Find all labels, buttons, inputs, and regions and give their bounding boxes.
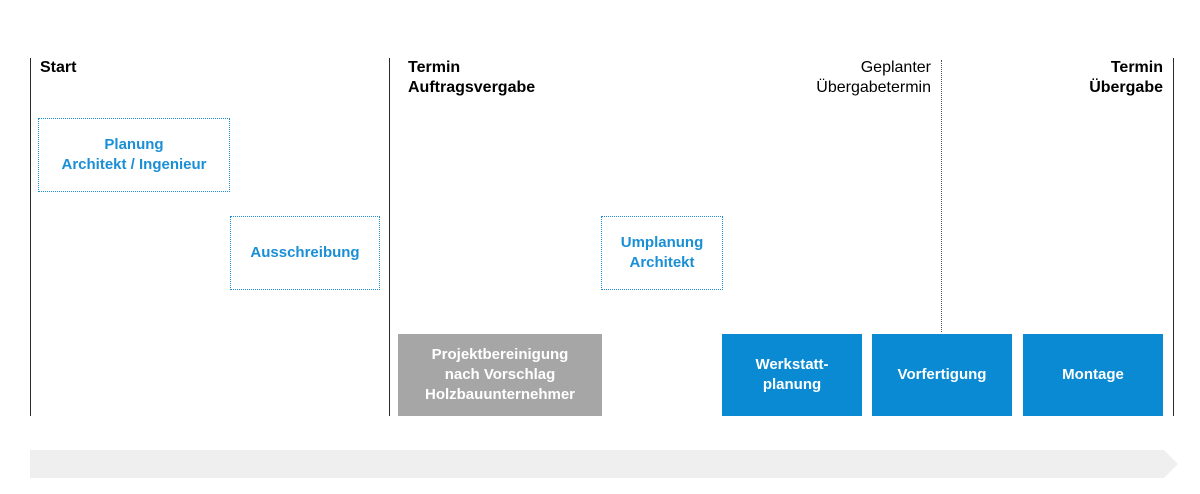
milestone-geplanter-uebergabetermin: Geplanter Übergabetermin	[816, 59, 931, 96]
milestone-start: Start	[40, 59, 77, 76]
auftragsvergabe-line	[389, 58, 390, 416]
task-ausschreibung: Ausschreibung	[230, 216, 380, 290]
task-planung-architekt-ingenieur: Planung Architekt / Ingenieur	[38, 118, 230, 192]
task-montage: Montage	[1023, 334, 1163, 416]
task-werkstattplanung: Werkstatt- planung	[722, 334, 862, 416]
uebergabe-line	[1173, 58, 1174, 416]
task-vorfertigung: Vorfertigung	[872, 334, 1012, 416]
task-umplanung-architekt: Umplanung Architekt	[601, 216, 723, 290]
start-line	[30, 58, 31, 416]
task-projektbereinigung: Projektbereinigung nach Vorschlag Holzba…	[398, 334, 602, 416]
milestone-termin-uebergabe: Termin Übergabe	[1089, 59, 1163, 96]
geplanter-uebergabetermin-line	[941, 60, 942, 332]
timeline-arrow	[30, 450, 1178, 478]
milestone-termin-auftragsvergabe: Termin Auftragsvergabe	[408, 59, 536, 96]
